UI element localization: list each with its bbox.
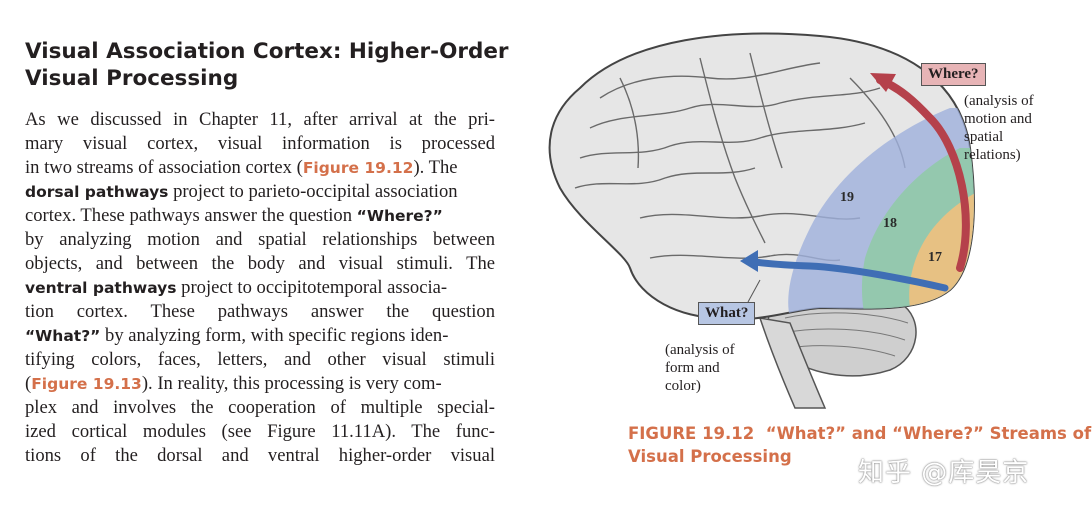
- body-line: in two streams of association cortex (Fi…: [25, 157, 458, 178]
- area-label-17: 17: [928, 250, 942, 265]
- body-line: ized cortical modules (see Figure 11.11A…: [25, 421, 495, 442]
- caption-line-2: Visual Processing: [628, 447, 792, 466]
- figure-reference-link[interactable]: Figure 19.13: [31, 375, 142, 393]
- body-line: objects, and between the body and visual…: [25, 253, 495, 274]
- figure-caption: FIGURE 19.12 “What?” and “Where?” Stream…: [628, 422, 1092, 468]
- term-where: “Where?”: [356, 207, 443, 225]
- body-line: As we discussed in Chapter 11, after arr…: [25, 109, 495, 130]
- heading-line-2: Visual Processing: [25, 66, 239, 91]
- body-line: plex and involves the cooperation of mul…: [25, 397, 495, 418]
- what-note: (analysis of form and color): [665, 342, 735, 394]
- caption-line-1: FIGURE 19.12 “What?” and “Where?” Stream…: [628, 424, 1092, 443]
- term-ventral-pathways: ventral pathways: [25, 279, 177, 297]
- body-line: (Figure 19.13). In reality, this process…: [25, 373, 442, 394]
- cerebellum-shape: [758, 294, 917, 409]
- what-stream-label: What?: [698, 302, 756, 325]
- body-line: “What?” by analyzing form, with specific…: [25, 325, 449, 346]
- dorsal-arrowhead: [870, 73, 896, 92]
- where-note: (analysis of motion and spatial relation…: [964, 93, 1034, 163]
- ventral-arrowhead: [740, 250, 758, 272]
- body-paragraph: As we discussed in Chapter 11, after arr…: [25, 108, 495, 468]
- term-what: “What?”: [25, 327, 101, 345]
- figure-reference-link[interactable]: Figure 19.12: [302, 159, 414, 177]
- brain-figure: 19 18 17 Where? (analysis of motion and …: [520, 18, 1080, 418]
- body-line: by analyzing motion and spatial relation…: [25, 229, 495, 250]
- body-line: tifying colors, faces, letters, and othe…: [25, 349, 495, 370]
- brain-illustration: [548, 32, 975, 409]
- watermark: 知乎 @库昊京: [858, 458, 1030, 488]
- term-dorsal-pathways: dorsal pathways: [25, 183, 169, 201]
- section-heading: Visual Association Cortex: Higher-Order …: [25, 38, 509, 92]
- body-line: dorsal pathways project to parieto-occip…: [25, 181, 458, 202]
- body-line: cortex. These pathways answer the questi…: [25, 205, 443, 226]
- dorsal-stream-arrow: [876, 76, 970, 272]
- where-stream-label: Where?: [921, 63, 986, 86]
- body-line: tion cortex. These pathways answer the q…: [25, 301, 495, 322]
- heading-line-1: Visual Association Cortex: Higher-Order: [25, 39, 509, 64]
- body-line: mary visual cortex, visual information i…: [25, 133, 495, 154]
- body-line: tions of the dorsal and ventral higher-o…: [25, 445, 495, 466]
- body-line: ventral pathways project to occipitotemp…: [25, 277, 448, 298]
- ventral-stream-arrow: [744, 257, 949, 292]
- area-label-19: 19: [840, 190, 854, 205]
- area-label-18: 18: [883, 216, 897, 231]
